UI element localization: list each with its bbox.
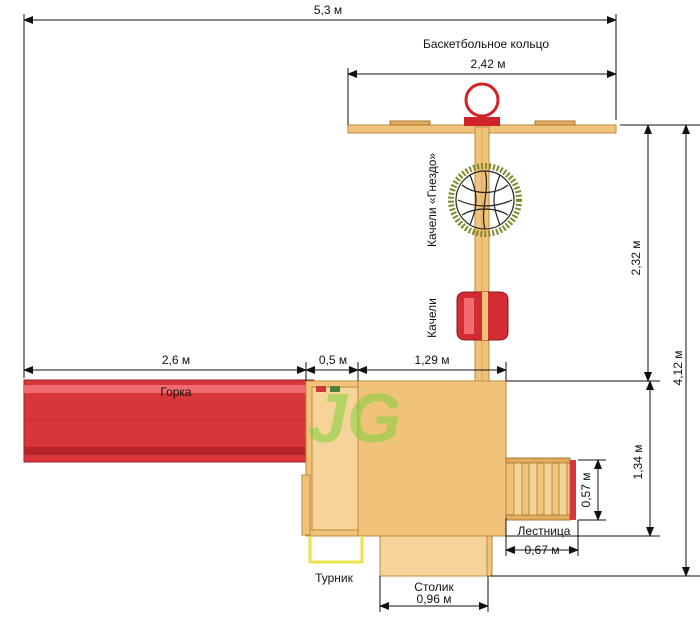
basket-ring-label: Баскетбольное кольцо	[423, 37, 549, 51]
dim-total-depth: 4,12 м	[490, 124, 700, 577]
dim-slide-row: 2,6 м 0,5 м 1,29 м	[23, 353, 507, 381]
jg-logo: JG	[308, 379, 401, 457]
ladder-width-label: 0,67 м	[525, 543, 560, 557]
horizontal-bar	[301, 474, 364, 564]
ladder	[505, 457, 576, 521]
platform	[305, 380, 507, 537]
basketball-hoop	[464, 82, 500, 126]
ladder-label: Лестница	[518, 524, 571, 538]
dim-total-width: 5,3 м	[23, 3, 617, 378]
platform-width-label: 1,29 м	[415, 353, 450, 367]
beam-depth-label: 2,32 м	[629, 241, 643, 276]
beam-width-label: 2,42 м	[471, 57, 506, 71]
logo-text: JG	[308, 379, 401, 457]
dim-beam-depth: 2,32 м	[620, 124, 700, 382]
seat-swing	[456, 291, 509, 341]
gap-label: 0,5 м	[319, 353, 347, 367]
bar-label: Турник	[315, 571, 354, 585]
swing-label: Качели	[425, 298, 439, 338]
table-label: Столик	[414, 580, 454, 594]
dim-beam-width: 2,42 м	[347, 57, 617, 125]
nest-swing	[448, 163, 522, 237]
platform-depth-label: 1,34 м	[631, 445, 645, 480]
swing-beam	[347, 120, 617, 382]
total-depth-label: 4,12 м	[671, 351, 685, 386]
dim-ladder-depth: 0,57 м	[578, 459, 606, 521]
slide	[23, 379, 315, 463]
slide-label: Горка	[160, 385, 192, 399]
table	[379, 535, 493, 577]
nest-swing-label: Качели «Гнездо»	[425, 153, 439, 247]
total-width-label: 5,3 м	[314, 3, 342, 17]
ladder-depth-label: 0,57 м	[579, 473, 593, 508]
dim-ladder-width: 0,67 м	[505, 518, 579, 557]
slide-length-label: 2,6 м	[162, 353, 190, 367]
dim-platform-depth: 1,34 м	[506, 380, 660, 537]
table-width-label: 0,96 м	[417, 592, 452, 606]
dim-table-width: 0,96 м	[379, 576, 489, 612]
